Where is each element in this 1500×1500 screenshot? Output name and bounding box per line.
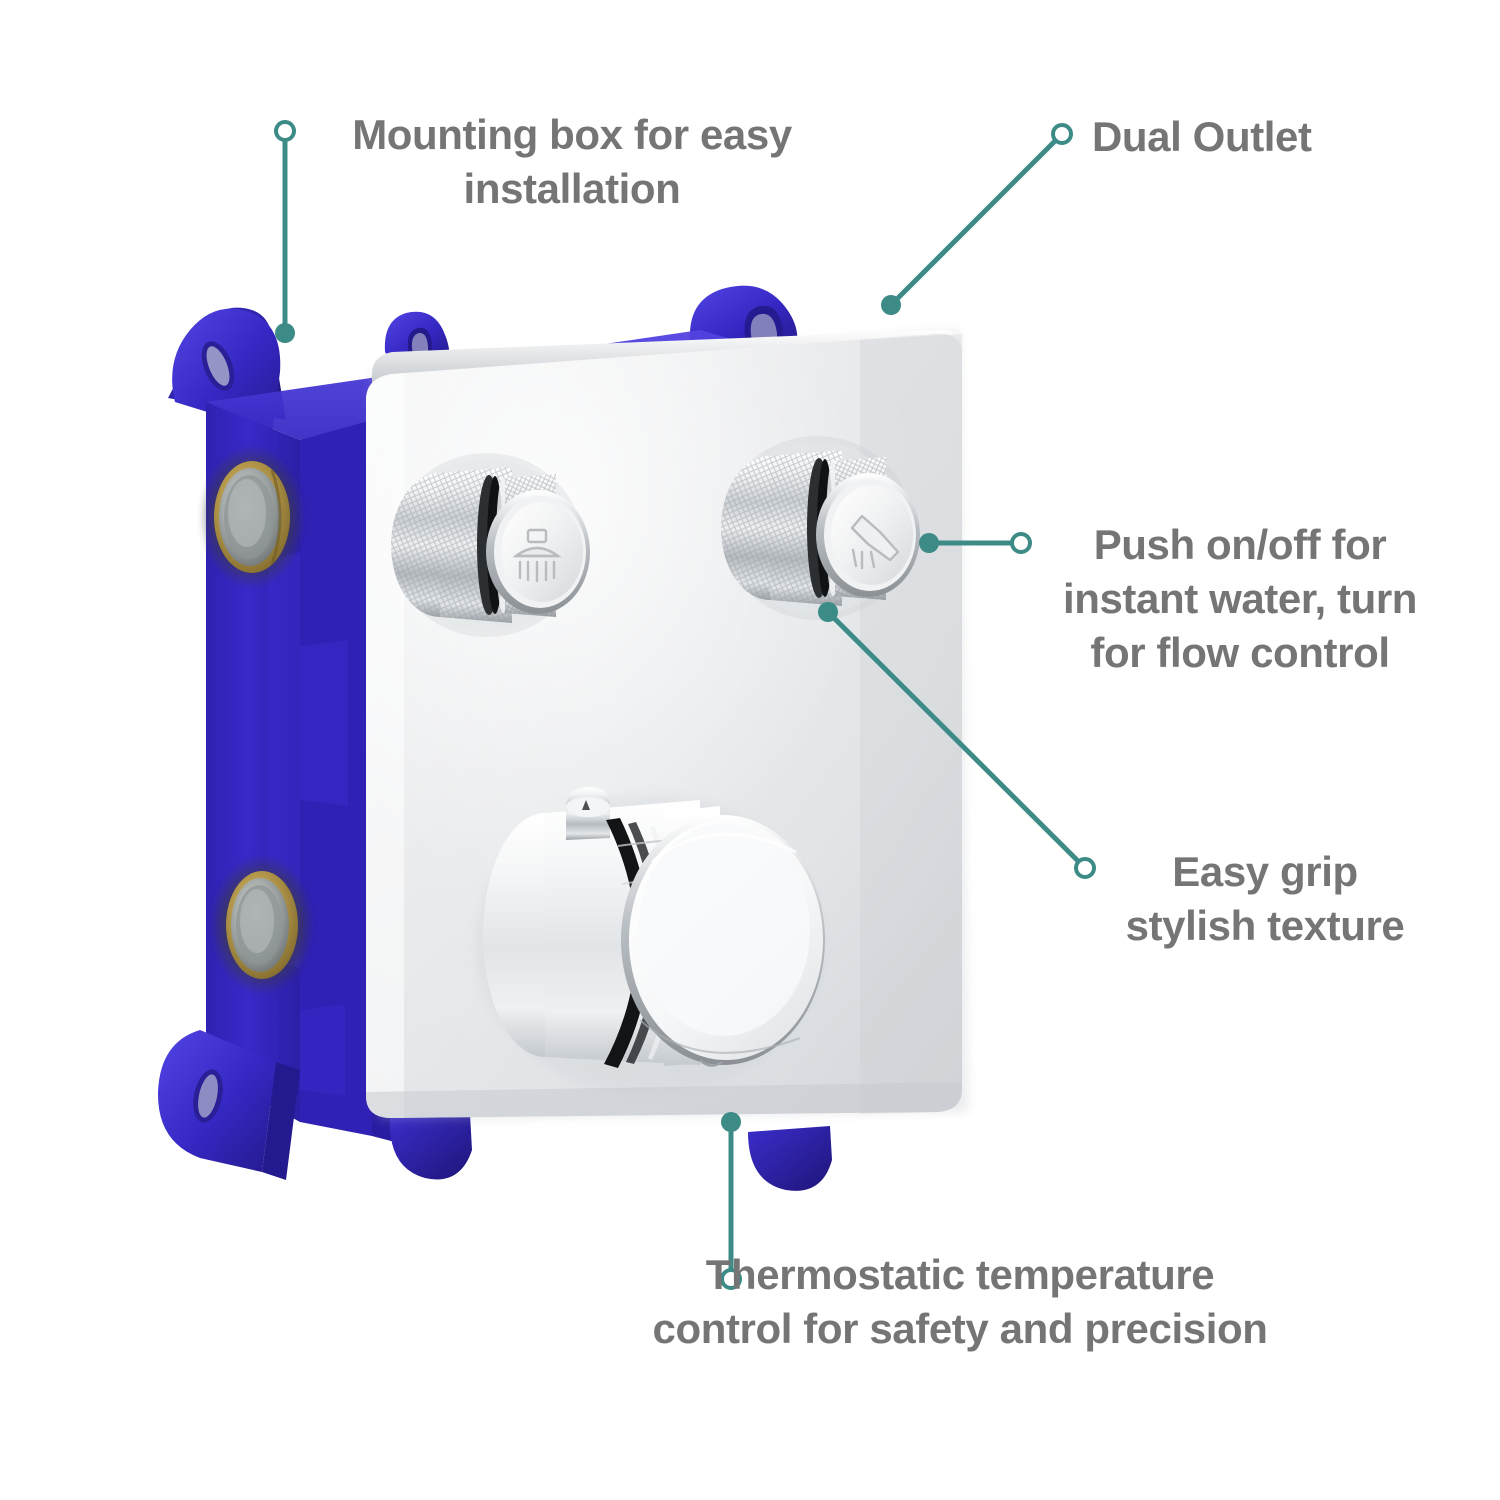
mounting-box <box>157 285 832 1191</box>
thermostatic-dial[interactable]: MAX <box>475 786 825 1095</box>
connector-marker-circle <box>274 120 296 142</box>
dial-index-post-right <box>702 820 742 868</box>
connector-anchor-dot <box>881 295 901 315</box>
mounting-tab-top-right <box>689 285 810 372</box>
mounting-tab-bottom-middle <box>389 1114 472 1180</box>
connector-marker-circle <box>1010 532 1032 554</box>
dial-index-post-left <box>566 786 610 840</box>
callout-label-mounting-box: Mounting box for easy installation <box>352 111 792 212</box>
connector-anchor-dot <box>818 602 838 622</box>
handset-shower-button[interactable] <box>721 436 920 620</box>
connector-anchor-dot <box>275 323 295 343</box>
mounting-tab-bottom-left <box>157 1030 300 1180</box>
connector-push-on-off <box>919 532 1032 554</box>
overhead-shower-button[interactable] <box>391 453 590 637</box>
connector-anchor-dot <box>919 533 939 553</box>
connector-mounting-box <box>274 120 296 343</box>
connector-anchor-dot <box>721 1112 741 1132</box>
callout-label-push-on-off: Push on/off for instant water, turn for … <box>1062 521 1418 676</box>
mounting-tab-bottom-right <box>748 1126 832 1191</box>
connector-marker-circle <box>1051 123 1073 145</box>
callout-label-dual-outlet: Dual Outlet <box>1092 113 1312 160</box>
handset-spray-icon <box>850 514 900 570</box>
upper-outlet-port <box>199 445 305 589</box>
connector-dual-outlet <box>881 123 1073 315</box>
callout-label-easy-grip: Easy grip stylish texture <box>1125 848 1405 949</box>
connector-marker-circle <box>1074 857 1096 879</box>
lower-outlet-port <box>210 855 314 995</box>
faceplate <box>366 329 968 1120</box>
mounting-tab-top-middle <box>384 311 450 362</box>
mounting-tab-top-left <box>168 307 286 432</box>
callout-label-thermostatic-control: Thermostatic temperature control for saf… <box>652 1251 1268 1352</box>
svg-text:MAX: MAX <box>688 858 717 873</box>
shower-head-icon <box>512 528 562 583</box>
